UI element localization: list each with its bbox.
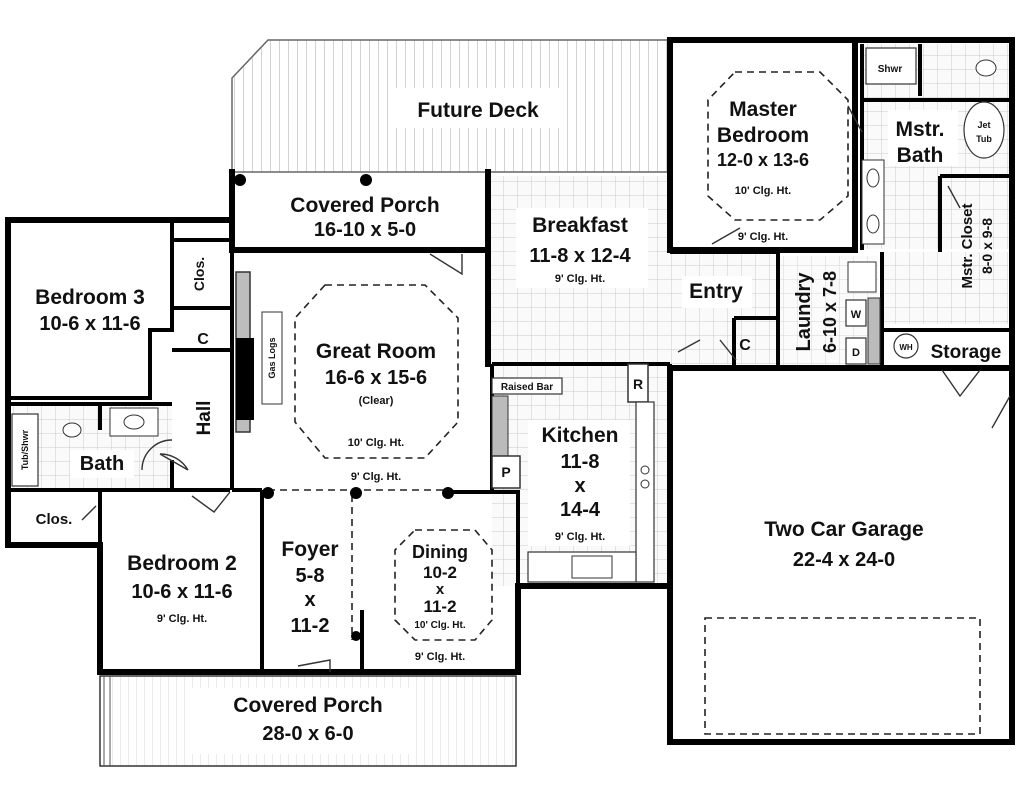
water-heater-label: WH bbox=[899, 343, 913, 352]
kitchen-dim-1: 11-8 bbox=[561, 451, 600, 473]
great-room-note: (Clear) bbox=[359, 395, 394, 407]
master-bath-fixtures bbox=[861, 47, 1005, 245]
dining-dim-2: 11-2 bbox=[423, 597, 456, 616]
dining-ceiling-2: 9' Clg. Ht. bbox=[415, 651, 465, 663]
dryer-label: D bbox=[852, 347, 860, 359]
refrigerator-label: R bbox=[633, 376, 643, 392]
master-bath-label-1: Mstr. bbox=[895, 118, 944, 141]
tub-shower-label: Tub/Shwr bbox=[20, 429, 30, 470]
master-bedroom-label-2: Bedroom bbox=[717, 124, 809, 147]
storage-label: Storage bbox=[931, 342, 1002, 363]
foyer-dim-1: 5-8 bbox=[296, 565, 325, 587]
bedroom2-label: Bedroom 2 bbox=[127, 552, 237, 575]
great-room-label: Great Room bbox=[316, 340, 436, 363]
garage-label: Two Car Garage bbox=[764, 518, 924, 541]
kitchen-fixtures bbox=[491, 363, 655, 583]
shower-label: Shwr bbox=[878, 64, 903, 75]
kitchen-label: Kitchen bbox=[541, 424, 618, 447]
entry-label: Entry bbox=[689, 280, 743, 303]
great-room-ceiling-2: 9' Clg. Ht. bbox=[351, 471, 401, 483]
entry-c-label: C bbox=[739, 337, 751, 354]
master-bedroom-label-1: Master bbox=[729, 98, 797, 121]
washer-label: W bbox=[851, 309, 862, 321]
bedroom3-closet-label: Clos. bbox=[191, 257, 207, 291]
hall-label: Hall bbox=[194, 401, 215, 436]
column-posts bbox=[234, 174, 454, 641]
raised-bar-label: Raised Bar bbox=[501, 382, 553, 393]
jet-tub-label-1: Jet bbox=[977, 120, 990, 130]
master-closet-label: Mstr. Closet bbox=[959, 203, 976, 288]
great-room-size: 16-6 x 15-6 bbox=[325, 367, 427, 389]
breakfast-ceiling: 9' Clg. Ht. bbox=[555, 273, 605, 285]
garage-size: 22-4 x 24-0 bbox=[793, 549, 895, 571]
porch-rear-label: Covered Porch bbox=[290, 194, 439, 217]
exterior-walls bbox=[5, 37, 1015, 745]
room-labels: Future Deck Covered Porch 16-10 x 5-0 Br… bbox=[20, 64, 1001, 745]
bedroom2-ceiling: 9' Clg. Ht. bbox=[157, 613, 207, 625]
master-bedroom-size: 12-0 x 13-6 bbox=[717, 150, 809, 170]
laundry-label: Laundry bbox=[793, 272, 815, 352]
master-closet-size: 8-0 x 9-8 bbox=[979, 218, 995, 274]
foyer-dim-2: 11-2 bbox=[291, 615, 330, 637]
gas-logs-label: Gas Logs bbox=[267, 337, 277, 378]
dining-label: Dining bbox=[412, 542, 468, 562]
future-deck-label: Future Deck bbox=[417, 99, 539, 122]
fireplace bbox=[235, 271, 283, 433]
laundry-fixtures bbox=[845, 261, 919, 365]
bedroom2-size: 10-6 x 11-6 bbox=[131, 581, 232, 603]
dining-ceiling: 10' Clg. Ht. bbox=[414, 620, 465, 631]
breakfast-label: Breakfast bbox=[532, 214, 628, 237]
bedroom3-c-label: C bbox=[197, 331, 209, 348]
master-bedroom-ceiling-2: 9' Clg. Ht. bbox=[738, 231, 788, 243]
breakfast-size: 11-8 x 12-4 bbox=[529, 245, 631, 267]
pantry-label: P bbox=[501, 464, 510, 480]
foyer-label: Foyer bbox=[281, 538, 338, 561]
dining-dim-1: 10-2 bbox=[423, 563, 457, 582]
future-deck bbox=[231, 39, 669, 173]
master-bedroom-ceiling: 10' Clg. Ht. bbox=[735, 185, 791, 197]
bath-label: Bath bbox=[80, 453, 124, 475]
bath-fixtures bbox=[11, 407, 159, 487]
kitchen-ceiling: 9' Clg. Ht. bbox=[555, 531, 605, 543]
laundry-size: 6-10 x 7-8 bbox=[820, 271, 840, 353]
front-porch bbox=[99, 675, 517, 767]
bedroom3-label: Bedroom 3 bbox=[35, 286, 145, 309]
door-swings bbox=[81, 105, 1011, 672]
bedroom3-size: 10-6 x 11-6 bbox=[39, 313, 140, 335]
kitchen-dim-2: 14-4 bbox=[560, 499, 601, 521]
label-backgrounds bbox=[70, 110, 958, 546]
porch-rear-size: 16-10 x 5-0 bbox=[314, 219, 416, 241]
great-room-ceiling: 10' Clg. Ht. bbox=[348, 437, 404, 449]
kitchen-dim-x: x bbox=[574, 475, 585, 497]
master-bath-label-2: Bath bbox=[897, 144, 944, 167]
porch-front-label: Covered Porch bbox=[233, 694, 382, 717]
dining-dim-x: x bbox=[436, 581, 445, 598]
jet-tub-label-2: Tub bbox=[976, 134, 992, 144]
foyer-dim-x: x bbox=[304, 589, 315, 611]
porch-front-size: 28-0 x 6-0 bbox=[262, 723, 353, 745]
closet-left-label: Clos. bbox=[36, 511, 73, 528]
